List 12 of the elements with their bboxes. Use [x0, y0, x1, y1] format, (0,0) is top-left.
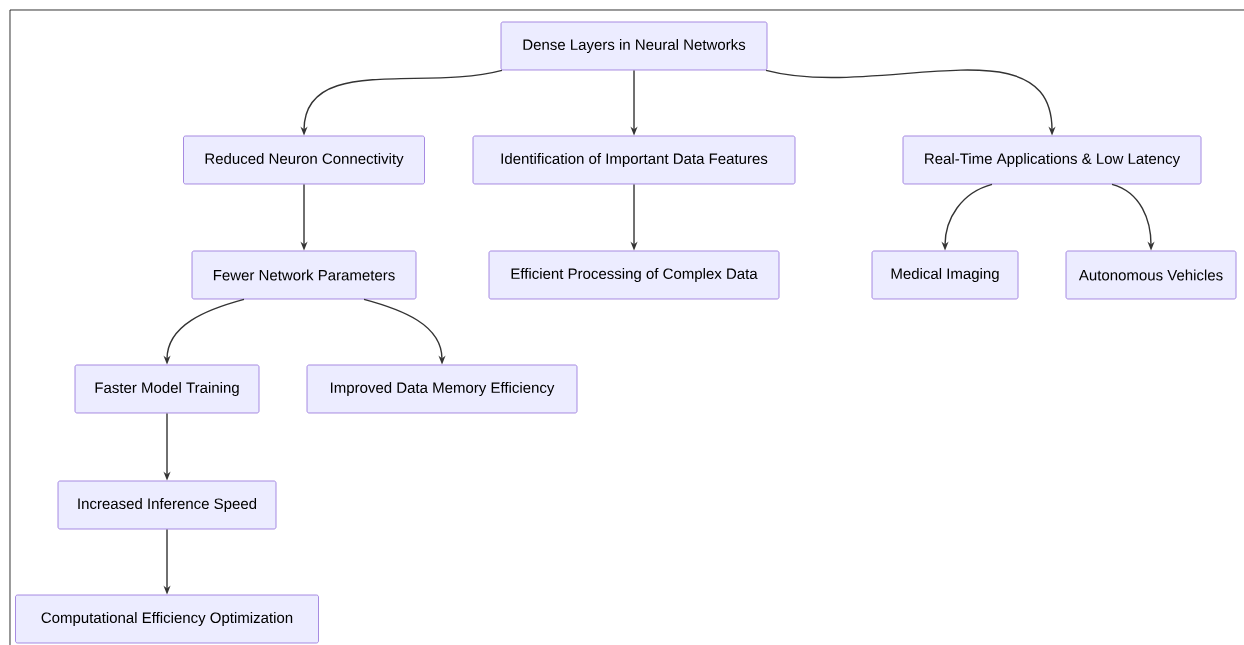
process-box: Real-Time Applications & Low Latency — [902, 135, 1202, 185]
process-box: Medical Imaging — [871, 250, 1019, 300]
process-box: Efficient Processing of Complex Data — [488, 250, 780, 300]
process-box: Reduced Neuron Connectivity — [183, 135, 425, 185]
process-box: Fewer Network Parameters — [191, 250, 417, 300]
process-box: Identification of Important Data Features — [472, 135, 796, 185]
process-box: Computational Efficiency Optimization — [15, 594, 319, 644]
process-box: Faster Model Training — [74, 364, 260, 414]
process-box: Improved Data Memory Efficiency — [306, 364, 578, 414]
process-box: Autonomous Vehicles — [1065, 250, 1237, 300]
process-box: Dense Layers in Neural Networks — [500, 21, 768, 71]
process-box: Increased Inference Speed — [57, 480, 277, 530]
